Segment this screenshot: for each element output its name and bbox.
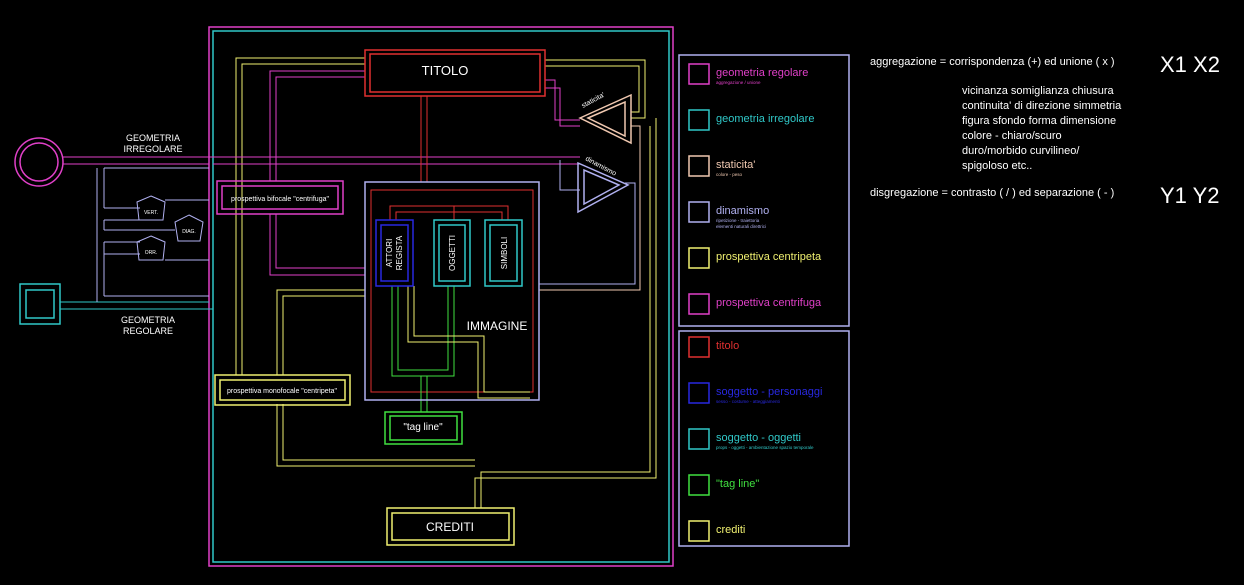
pentagon-diag-label: DIAG. xyxy=(182,229,196,235)
tag-line-label: "tag line" xyxy=(403,422,443,433)
attori-label: ATTORIREGISTA xyxy=(385,235,404,270)
legend-swatch xyxy=(688,382,710,404)
legend-swatch xyxy=(688,293,710,315)
legend-label: soggetto - personaggi xyxy=(716,386,822,398)
legend-swatch xyxy=(688,428,710,450)
prosp-bifocale-box xyxy=(216,180,344,215)
oggetti-box xyxy=(433,219,471,287)
legend-sublabel: ripetizione - traiettoria xyxy=(716,218,760,223)
left-geometry xyxy=(14,137,213,325)
legend-label: titolo xyxy=(716,340,739,352)
legend-sublabel: sesso - costume - atteggiamenti xyxy=(716,399,780,404)
notes-list-item: vicinanza somiglianza chiusura xyxy=(962,85,1115,97)
legend-top-frame xyxy=(678,54,850,327)
legend-label: soggetto - oggetti xyxy=(716,432,801,444)
notes-list-item: spigoloso etc.. xyxy=(962,160,1032,172)
dinamismo-triangle xyxy=(577,161,630,214)
legend-swatch xyxy=(688,201,710,223)
disgregazione-note: disgregazione = contrasto ( / ) ed separ… xyxy=(870,187,1114,199)
legend-label: crediti xyxy=(716,524,745,536)
legend-swatch xyxy=(688,474,710,496)
staticita-triangle xyxy=(578,93,632,145)
title-box xyxy=(364,49,546,97)
legend-label: geometria irregolare xyxy=(716,113,814,125)
prosp-monofocale-box xyxy=(214,374,351,406)
prosp-monofocale-label: prospettiva monofocale "centripeta" xyxy=(227,388,338,395)
legend-label: "tag line" xyxy=(716,478,759,490)
legend-label: prospettiva centripeta xyxy=(716,251,822,263)
legend-swatch xyxy=(688,155,710,177)
oggetti-label: OGGETTI xyxy=(448,235,457,271)
legend-sublabel: colore - peso xyxy=(716,172,743,177)
aggregazione-note: aggregazione = corrispondenza (+) ed uni… xyxy=(870,56,1115,68)
x-label: X1 X2 xyxy=(1160,52,1220,77)
notes-list-item: duro/morbido curvilineo/ xyxy=(962,145,1080,157)
notes-list-item: continuita' di direzione simmetria xyxy=(962,100,1122,112)
legend-label: staticita' xyxy=(716,159,755,171)
legend-bottom-frame xyxy=(678,330,850,547)
dinamismo-label: dinamismo xyxy=(584,156,617,178)
legend-sublabel: aggregazione / unione xyxy=(716,80,761,85)
legend-swatch xyxy=(688,336,710,358)
legend-label: dinamismo xyxy=(716,205,769,217)
legend-swatch xyxy=(688,520,710,542)
inner-lines xyxy=(209,57,657,508)
y-label: Y1 Y2 xyxy=(1160,183,1220,208)
notes-list: vicinanza somiglianza chiusura continuita… xyxy=(962,85,1122,172)
notes-list-item: figura sfondo forma dimensione xyxy=(962,115,1116,127)
crediti-label: CREDITI xyxy=(426,520,474,534)
legend-label: prospettiva centrifuga xyxy=(716,297,822,309)
legend-sublabel: props - oggetti - ambientazione spazio t… xyxy=(716,445,814,450)
prosp-bifocale-label: prospettiva bifocale "centrifuga" xyxy=(231,196,329,203)
title-label: TITOLO xyxy=(422,63,469,78)
simboli-box xyxy=(484,219,523,287)
crediti-box xyxy=(386,507,515,546)
legend-sublabel: elementi naturali direttrici xyxy=(716,224,766,229)
attori-box xyxy=(375,219,414,287)
legend-swatch xyxy=(688,109,710,131)
notes-list-item: colore - chiaro/scuro xyxy=(962,130,1062,142)
pentagon-orr-label: ORR. xyxy=(145,250,158,256)
staticita-label: staticita' xyxy=(581,92,606,110)
tag-line-box xyxy=(384,411,463,445)
simboli-label: SIMBOLI xyxy=(500,237,509,269)
pentagon-vert-label: VERT. xyxy=(144,210,158,216)
legend-label: geometria regolare xyxy=(716,67,808,79)
legend-swatch xyxy=(688,63,710,85)
immagine-label: IMMAGINE xyxy=(467,319,528,333)
legend-swatch xyxy=(688,247,710,269)
immagine-frame xyxy=(364,181,540,401)
